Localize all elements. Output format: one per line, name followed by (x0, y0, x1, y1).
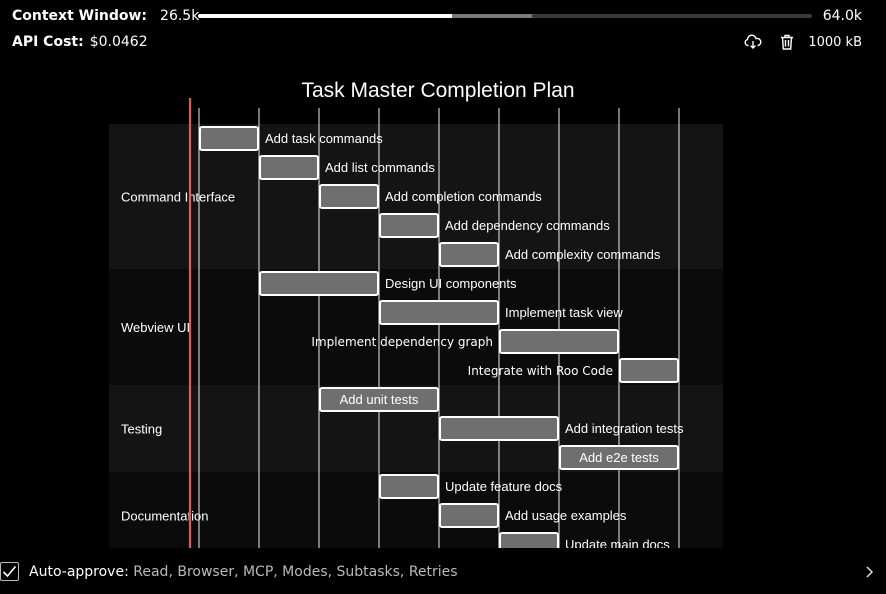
task-bar[interactable] (319, 387, 439, 412)
task-size-value: 1000 kB (808, 34, 862, 50)
auto-approve-items: Read, Browser, MCP, Modes, Subtasks, Ret… (133, 564, 458, 580)
section-label: Command Interface (121, 190, 235, 205)
section-label: Documentation (121, 509, 208, 524)
section-label: Testing (121, 422, 162, 437)
gantt-chart: Task Master Completion Plan Command Inte… (109, 79, 723, 548)
chart-title: Task Master Completion Plan (301, 79, 574, 102)
task-bar[interactable] (379, 300, 499, 325)
task-bar[interactable] (319, 184, 379, 209)
task-label: Add list commands (325, 160, 435, 175)
task-bar[interactable] (619, 358, 679, 383)
task-bar[interactable] (199, 126, 259, 151)
context-max-value: 64.0k (822, 8, 862, 24)
task-label: Design UI components (385, 276, 517, 291)
task-label: Integrate with Roo Code (468, 364, 613, 378)
task-bar[interactable] (259, 155, 319, 180)
auto-approve-checkbox[interactable] (0, 562, 19, 581)
auto-approve-bar[interactable]: Auto-approve: Read, Browser, MCP, Modes,… (0, 558, 886, 586)
task-label: Implement task view (505, 305, 623, 320)
context-progress-bar (198, 14, 812, 18)
task-bar[interactable] (259, 271, 379, 296)
task-label: Update feature docs (445, 479, 563, 494)
check-icon (2, 565, 17, 578)
task-bar[interactable] (379, 213, 439, 238)
context-window-row: Context Window: 26.5k 64.0k (12, 6, 862, 26)
task-label: Add integration tests (565, 421, 684, 436)
task-bar[interactable] (439, 416, 559, 441)
task-bar[interactable] (439, 503, 499, 528)
task-label: Add dependency commands (445, 218, 610, 233)
context-used-value: 26.5k (160, 8, 200, 24)
task-bar[interactable] (439, 242, 499, 267)
task-label: Add unit tests (340, 392, 419, 407)
task-label: Add completion commands (385, 189, 542, 204)
api-cost-value: $0.0462 (89, 34, 148, 50)
api-cost-row: API Cost: $0.0462 1000 kB (12, 32, 862, 52)
task-label: Add task commands (265, 131, 383, 146)
task-label: Update main docs (565, 537, 670, 548)
chevron-right-icon[interactable] (862, 565, 876, 579)
cloud-download-icon[interactable] (744, 33, 762, 51)
task-label: Add e2e tests (579, 450, 659, 465)
auto-approve-text: Auto-approve: Read, Browser, MCP, Modes,… (29, 564, 458, 580)
section-label: Webview UI (121, 320, 190, 335)
task-label: Implement dependency graph (311, 335, 493, 349)
context-progress-fill (198, 14, 453, 18)
trash-icon[interactable] (778, 33, 796, 51)
context-window-label: Context Window: (12, 8, 148, 24)
task-bar[interactable] (499, 532, 559, 548)
context-progress-reserved (452, 14, 532, 18)
cost-tools: 1000 kB (744, 33, 862, 51)
task-label: Add complexity commands (505, 247, 661, 262)
auto-approve-label: Auto-approve: (29, 564, 129, 580)
task-bar[interactable] (379, 474, 439, 499)
task-label: Add usage examples (505, 508, 627, 523)
task-bar[interactable] (499, 329, 619, 354)
task-bar[interactable] (559, 445, 679, 470)
api-cost-label: API Cost: (12, 34, 84, 50)
